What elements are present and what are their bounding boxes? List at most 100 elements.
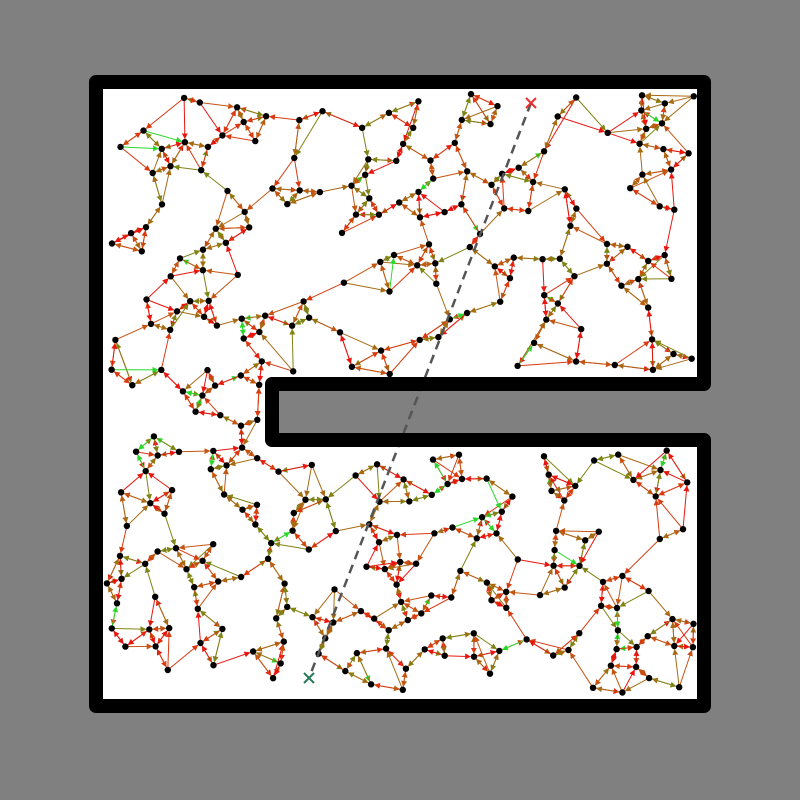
roadmap-edge — [274, 157, 295, 187]
roadmap-node — [632, 663, 640, 671]
roadmap-edge — [185, 369, 208, 390]
roadmap-node — [172, 545, 180, 552]
roadmap-node — [415, 188, 422, 196]
roadmap-edge — [179, 250, 201, 259]
roadmap-node — [338, 229, 346, 237]
roadmap-node — [342, 667, 349, 675]
roadmap-node — [210, 662, 217, 669]
roadmap-edge — [615, 575, 623, 606]
x-mark-icon — [525, 97, 537, 109]
roadmap-node — [633, 643, 640, 651]
roadmap-edge — [176, 310, 202, 318]
roadmap-node — [449, 524, 456, 531]
roadmap-edge — [536, 181, 565, 190]
roadmap-edge — [579, 543, 587, 566]
roadmap-edge — [423, 597, 452, 613]
roadmap-node — [561, 186, 568, 193]
roadmap-edge — [218, 575, 239, 582]
roadmap-node — [565, 646, 572, 654]
roadmap-node — [132, 448, 140, 455]
roadmap-node — [152, 643, 159, 650]
roadmap-edge — [306, 282, 345, 301]
roadmap-node — [648, 336, 656, 343]
roadmap-node — [491, 263, 498, 270]
roadmap-edge — [186, 144, 202, 171]
roadmap-node — [331, 586, 338, 593]
roadmap-edge — [161, 141, 183, 150]
roadmap-node — [668, 275, 675, 282]
roadmap-node — [217, 412, 224, 419]
roadmap-node — [358, 124, 366, 131]
roadmap-edge — [120, 473, 144, 493]
roadmap-node — [222, 239, 230, 246]
roadmap-node — [147, 320, 155, 328]
roadmap-edge — [289, 328, 296, 372]
roadmap-edge — [278, 471, 304, 498]
roadmap-node — [211, 382, 219, 389]
roadmap-edge — [246, 115, 267, 123]
roadmap-edge — [357, 655, 372, 685]
roadmap-edge — [364, 112, 390, 127]
roadmap-edge — [617, 629, 635, 646]
roadmap-edge — [254, 653, 274, 679]
roadmap-node — [215, 578, 222, 585]
roadmap-node — [219, 132, 226, 139]
roadmap-node — [288, 322, 296, 329]
roadmap-edge — [200, 610, 223, 630]
roadmap-node — [240, 335, 247, 342]
roadmap-node — [241, 208, 248, 216]
roadmap-edge — [564, 189, 573, 223]
roadmap-node — [138, 248, 145, 255]
roadmap-edge — [416, 194, 423, 218]
roadmap-edge — [371, 156, 397, 163]
roadmap-edge — [111, 369, 130, 384]
roadmap-node — [385, 627, 392, 634]
roadmap-edge — [343, 263, 378, 284]
roadmap-edge — [106, 558, 119, 584]
roadmap-node — [253, 501, 261, 508]
roadmap-edge — [167, 644, 199, 671]
roadmap-edge — [598, 581, 605, 603]
roadmap-node — [262, 113, 270, 120]
roadmap-edge — [643, 177, 661, 207]
roadmap-node — [393, 581, 400, 588]
roadmap-edge — [282, 586, 289, 607]
roadmap-edge — [404, 595, 432, 603]
roadmap-edge — [243, 360, 263, 374]
roadmap-edge — [559, 225, 571, 256]
roadmap-node — [525, 207, 532, 215]
roadmap-edge — [554, 549, 578, 565]
roadmap-edge — [358, 463, 378, 475]
roadmap-node — [506, 275, 514, 282]
roadmap-edge — [181, 97, 188, 140]
roadmap-edge — [501, 638, 527, 651]
roadmap-edge — [619, 590, 649, 607]
roadmap-edge — [637, 146, 644, 175]
roadmap-node — [200, 313, 208, 320]
roadmap-edge — [328, 475, 356, 498]
roadmap-edge — [170, 268, 201, 277]
roadmap-edge — [682, 485, 690, 530]
roadmap-edge — [147, 204, 163, 225]
roadmap-node — [240, 118, 247, 126]
roadmap-edge — [535, 319, 547, 341]
roadmap-node — [418, 610, 425, 617]
roadmap-edge — [655, 472, 662, 497]
roadmap-edge — [489, 653, 499, 674]
roadmap-node — [168, 486, 176, 494]
roadmap-node — [316, 188, 324, 196]
roadmap-edge — [245, 340, 263, 362]
roadmap-node — [457, 567, 464, 575]
roadmap-node — [652, 493, 659, 500]
roadmap-node — [219, 625, 226, 633]
roadmap-edge — [411, 101, 419, 125]
roadmap-node — [431, 530, 438, 537]
roadmap-edge — [255, 652, 281, 664]
roadmap-node — [322, 496, 329, 503]
roadmap-edge — [351, 351, 379, 368]
roadmap-node — [488, 597, 495, 604]
roadmap-edge — [668, 452, 688, 483]
roadmap-edge — [146, 299, 175, 311]
roadmap-node — [277, 660, 284, 667]
roadmap-edge — [657, 498, 684, 530]
